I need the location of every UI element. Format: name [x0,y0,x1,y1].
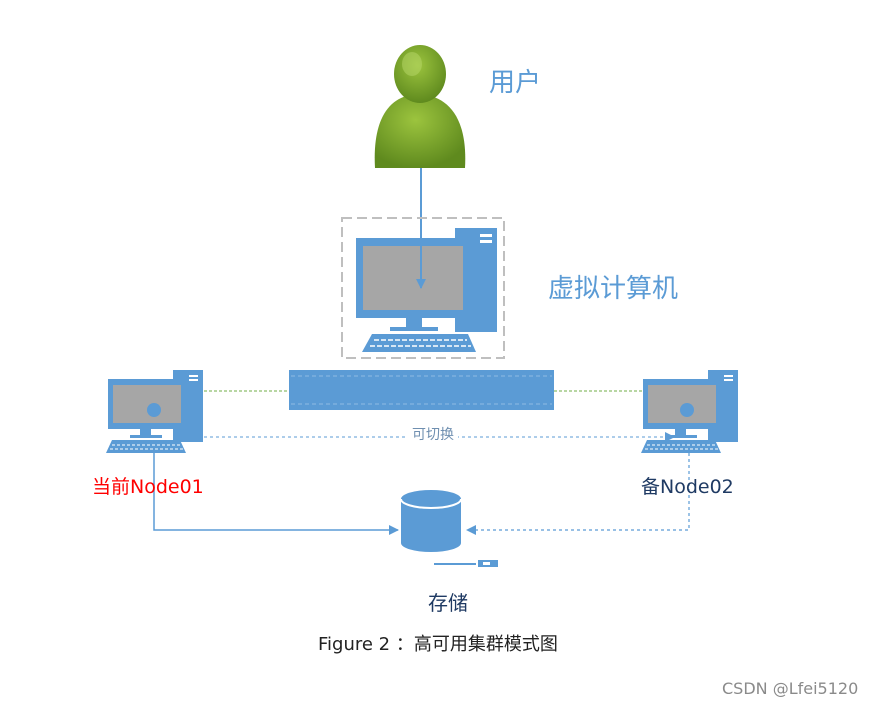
virtual-computer-label: 虚拟计算机 [548,274,679,304]
node01-label: 当前Node01 [92,476,204,498]
storage-icon [400,490,498,567]
watermark: CSDN @Lfei5120 [722,679,859,698]
node01-storage-arrow [153,453,399,535]
figure-caption: Figure 2 ：高可用集群模式图 [318,634,558,655]
storage-label: 存储 [428,591,468,615]
node02-storage-arrow [466,453,690,535]
cluster-bar [289,370,554,410]
node02-computer-icon [641,370,738,453]
switchable-label: 可切换 [408,428,458,442]
node02-label: 备Node02 [641,476,734,498]
user-icon [374,45,466,168]
node01-computer-icon [106,370,203,453]
virtual-computer-icon [341,217,505,359]
user-label: 用户 [489,68,542,98]
